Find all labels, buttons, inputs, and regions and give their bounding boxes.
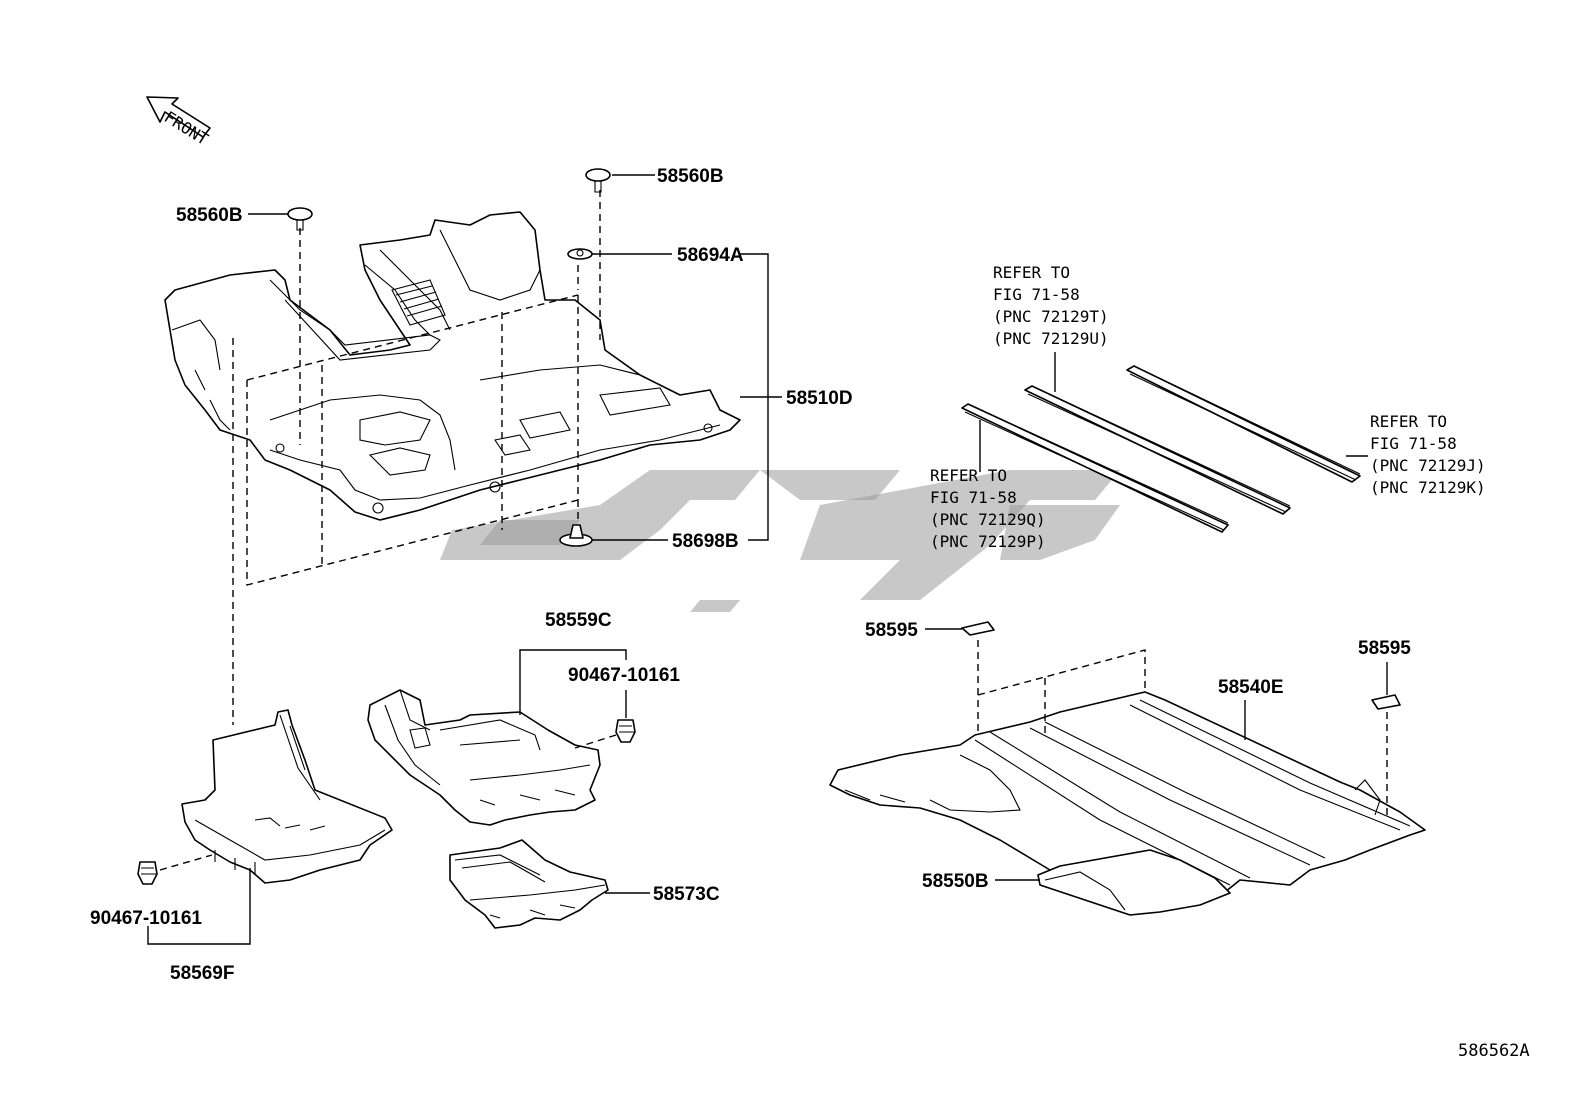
floor-mat-58559C [367,689,601,826]
callout-58550B: 58550B [922,871,989,892]
svg-text:FIG 71-58: FIG 71-58 [930,488,1017,507]
front-direction-arrow: FRONT [146,96,212,149]
callout-90467-right: 90467-10161 [568,665,680,686]
callout-58595-left: 58595 [865,620,918,641]
callout-58573C: 58573C [653,884,720,905]
clip-58698B [559,524,593,547]
clip-58560B-left [287,207,313,231]
refer-note-right: REFER TO FIG 71-58 (PNC 72129J) (PNC 721… [1370,412,1486,497]
svg-text:(PNC 72129U): (PNC 72129U) [993,329,1109,348]
leaders-main [248,174,782,541]
svg-text:(PNC 72129Q): (PNC 72129Q) [930,510,1046,529]
floor-mat-58573C [449,839,609,929]
floor-mat-58569F [181,709,393,884]
callout-58698B: 58698B [672,531,739,552]
svg-text:(PNC 72129J): (PNC 72129J) [1370,456,1486,475]
refer-note-top: REFER TO FIG 71-58 (PNC 72129T) (PNC 721… [993,263,1109,348]
leaders-58569F [147,854,251,945]
clip-90467-left [137,861,158,885]
svg-text:REFER TO: REFER TO [930,466,1007,485]
assembly-lines-rear [977,640,1388,815]
callout-90467-left: 90467-10161 [90,908,202,929]
sill-strips [961,365,1361,533]
svg-text:(PNC 72129T): (PNC 72129T) [993,307,1109,326]
leaders-58559C [519,649,627,749]
clips-58595 [961,621,1401,710]
callout-58560B-top: 58560B [657,166,724,187]
svg-text:REFER TO: REFER TO [993,263,1070,282]
callout-58540E: 58540E [1218,677,1284,698]
leaders-rear [925,628,1388,881]
clip-58560B-top [585,168,611,193]
assembly-lines-main [232,190,601,725]
rear-floor-carpet-58540E [829,691,1426,913]
watermark-logo [440,470,1120,612]
callout-58694A: 58694A [677,245,744,266]
svg-text:FIG 71-58: FIG 71-58 [993,285,1080,304]
callout-58595-right: 58595 [1358,638,1411,659]
callout-58569F: 58569F [170,963,234,984]
figure-id: 586562A [1458,1041,1530,1061]
svg-text:REFER TO: REFER TO [1370,412,1447,431]
front-floor-carpet-58510D [164,211,741,521]
clip-58694A [567,248,593,260]
svg-text:(PNC 72129K): (PNC 72129K) [1370,478,1486,497]
callout-58560B-left: 58560B [176,205,243,226]
svg-text:FIG 71-58: FIG 71-58 [1370,434,1457,453]
callout-58510D: 58510D [786,388,853,409]
callout-58559C: 58559C [545,610,612,631]
clip-90467-right [615,719,636,743]
svg-text:(PNC 72129P): (PNC 72129P) [930,532,1046,551]
leaders-sill [979,352,1368,472]
rear-floor-mat-58550B [1037,849,1231,916]
refer-note-lower: REFER TO FIG 71-58 (PNC 72129Q) (PNC 721… [930,466,1046,551]
